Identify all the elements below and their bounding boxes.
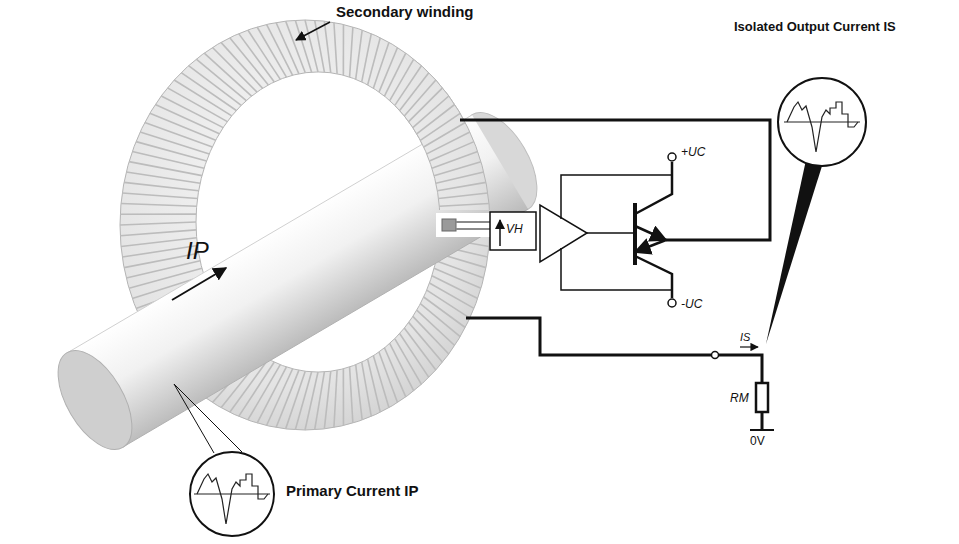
winding-turn [436, 261, 484, 278]
winding-turn [132, 152, 204, 169]
winding-turn [189, 66, 242, 106]
winding-turn [434, 268, 481, 288]
waveform-callout [190, 452, 274, 536]
winding-turn [343, 24, 345, 75]
leader-line [296, 22, 330, 40]
winding-turn [213, 47, 258, 92]
winding-turn [122, 193, 197, 199]
winding-turn [121, 204, 197, 207]
callout-pointer [174, 384, 242, 452]
winding-turn [120, 213, 196, 215]
current-arrow [172, 268, 226, 300]
winding-turn [334, 23, 337, 74]
winding-turn [136, 142, 207, 161]
signal-name: Isolated Output Current IS [734, 20, 896, 34]
winding-turn [356, 30, 362, 79]
hall-element [442, 219, 456, 231]
winding-turn [373, 42, 389, 88]
winding-turn [257, 367, 286, 423]
amplifier [490, 175, 672, 290]
winding-turn [350, 27, 353, 77]
winding-turn [350, 367, 353, 423]
winding-turn [181, 73, 236, 111]
winding-turn [286, 21, 306, 73]
winding-turn [324, 371, 330, 429]
signal-name: VH [506, 223, 523, 236]
winding-turn [368, 38, 381, 85]
winding-turn [334, 370, 337, 427]
winding-turn [379, 47, 398, 92]
winding-turn [120, 230, 196, 236]
output-terminal [712, 352, 719, 359]
winding-turn [295, 372, 311, 430]
winding-turn [196, 59, 246, 100]
winding-turn [432, 276, 478, 299]
winding-turn [204, 53, 251, 96]
pin-name: -UC [681, 298, 702, 311]
winding-turn [384, 348, 405, 397]
winding-turn [120, 222, 196, 225]
current-arrow [740, 346, 758, 347]
winding-turn [230, 38, 269, 85]
winding-turn [343, 369, 345, 426]
winding-turn [239, 34, 275, 82]
winding-turn [324, 21, 330, 73]
transistor-stage [635, 153, 676, 307]
signal-name: IS [740, 331, 750, 343]
winding-turn [168, 88, 228, 122]
output-wiring [460, 120, 774, 430]
air-gap [436, 213, 496, 237]
winding-turn [362, 362, 372, 416]
winding-turn [379, 352, 398, 403]
resistor-symbol [756, 383, 768, 412]
winding-turn [124, 182, 199, 190]
pin-name: +UC [681, 146, 705, 159]
pin-name: 0V [750, 435, 765, 448]
winding-turn [221, 42, 263, 88]
winding-turn [356, 365, 362, 420]
part-name: Secondary winding [336, 4, 474, 21]
callout-pointer [766, 160, 822, 344]
component-name: RM [730, 392, 749, 405]
winding-turn [373, 356, 389, 408]
winding-turn [248, 365, 280, 420]
winding-turn [161, 96, 223, 128]
signal-name: Primary Current IP [286, 483, 419, 500]
winding-turn [121, 238, 197, 247]
winding-turn [174, 80, 232, 116]
signal-name: IP [186, 238, 209, 264]
waveform-callout [778, 78, 866, 166]
winding-turn [305, 372, 318, 430]
winding-turn [295, 20, 311, 72]
winding-turn [129, 162, 202, 176]
